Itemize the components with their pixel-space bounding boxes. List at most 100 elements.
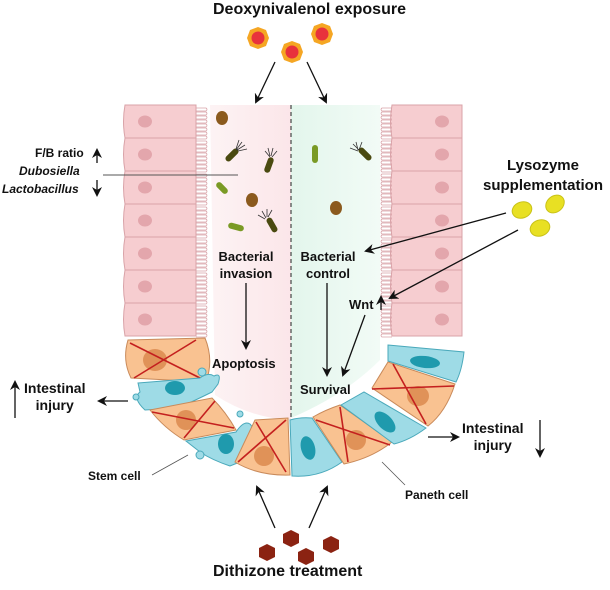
nucleus	[138, 313, 152, 326]
label-intestinal-injury-right: Intestinal injury	[462, 420, 523, 454]
flagellated-bacterium	[264, 147, 278, 173]
don-molecule	[311, 23, 333, 45]
label-lysozyme-supplementation: Lysozyme supplementation	[478, 156, 608, 196]
right-lumen	[291, 105, 380, 418]
enterocyte	[123, 104, 208, 140]
coccus-bacterium	[330, 201, 342, 215]
label-fb-ratio: F/B ratio	[35, 146, 84, 160]
title-dithizone-treatment: Dithizone treatment	[213, 563, 363, 580]
bacterial-control-line1: Bacterial	[300, 249, 356, 264]
label-dubosiella: Dubosiella	[19, 164, 80, 178]
bacterial-invasion-line2: invasion	[219, 266, 273, 281]
nucleus	[138, 214, 152, 227]
bacteria	[216, 111, 372, 233]
enterocyte	[380, 203, 463, 239]
dithizone-molecules	[259, 530, 339, 565]
stem-cell	[289, 417, 343, 477]
bacterial-control-line2: control	[305, 266, 351, 281]
label-stem-cell: Stem cell	[88, 469, 141, 483]
coccus-bacterium	[246, 193, 258, 207]
dithizone-molecule	[259, 544, 275, 561]
don-molecule	[281, 41, 303, 63]
nucleus	[435, 148, 449, 161]
lysozyme-molecule	[545, 194, 565, 214]
injury-right-line1: Intestinal	[462, 420, 524, 436]
injury-right-line2: injury	[473, 437, 512, 453]
title-deoxynivalenol-exposure: Deoxynivalenol exposure	[213, 1, 406, 18]
dithizone-molecule	[283, 530, 299, 547]
label-paneth-cell: Paneth cell	[405, 488, 469, 502]
label-wnt: Wnt	[349, 297, 374, 312]
left-lumen	[210, 105, 291, 420]
paneth-cell-pointer-line	[381, 461, 406, 486]
nucleus	[435, 214, 449, 227]
arrow-wnt-survival	[341, 314, 366, 377]
label-bacterial-invasion: Bacterial invasion	[215, 248, 277, 282]
label-bacterial-control: Bacterial control	[298, 248, 358, 282]
nucleus	[138, 280, 152, 293]
nucleus	[435, 280, 449, 293]
crypt	[125, 337, 465, 477]
lysozyme-line2: supplementation	[482, 177, 603, 194]
nucleus	[435, 115, 449, 128]
deoxynivalenol-molecules	[247, 23, 333, 63]
left-epithelium	[123, 104, 208, 338]
lysozyme-molecule	[529, 219, 551, 237]
lysozyme-molecule	[511, 201, 533, 219]
stem-cell	[340, 391, 427, 445]
paneth-cell	[149, 397, 237, 441]
rod-bacterium	[216, 182, 228, 194]
enterocyte	[380, 302, 463, 338]
arrow-lysozyme-control	[364, 212, 507, 254]
nucleus	[138, 247, 152, 260]
dithizone-molecule	[323, 536, 339, 553]
nucleus	[138, 181, 152, 194]
stem-cell-pointer-line	[151, 454, 189, 476]
flagellated-bacterium	[257, 209, 278, 233]
enterocyte	[123, 236, 208, 272]
label-apoptosis: Apoptosis	[212, 356, 276, 371]
label-lactobacillus: Lactobacillus	[2, 182, 79, 196]
arrow-don-right	[306, 61, 328, 104]
nucleus	[138, 115, 152, 128]
paneth-cell	[125, 337, 211, 383]
enterocyte	[380, 236, 463, 272]
injury-left-line1: Intestinal	[24, 380, 86, 396]
enterocyte	[380, 170, 463, 206]
enterocyte	[123, 203, 208, 239]
lysozyme-molecules	[511, 194, 565, 237]
enterocyte	[380, 104, 463, 140]
right-epithelium	[380, 104, 463, 338]
nucleus	[435, 181, 449, 194]
flagellated-bacterium	[225, 139, 248, 162]
enterocyte	[123, 269, 208, 305]
stem-cell-damaged	[132, 367, 220, 411]
paneth-cell	[371, 361, 456, 427]
paneth-cell	[234, 417, 291, 476]
coccus-bacterium	[216, 111, 228, 125]
enterocyte	[123, 137, 208, 173]
label-survival: Survival	[300, 382, 351, 397]
lysozyme-line1: Lysozyme	[507, 157, 579, 174]
arrow-dithizone-right	[308, 485, 329, 529]
stem-cell	[387, 344, 465, 383]
enterocyte	[123, 302, 208, 338]
injury-left-line2: injury	[35, 397, 74, 413]
enterocyte	[123, 170, 208, 206]
nucleus	[435, 247, 449, 260]
arrow-don-left	[254, 61, 276, 104]
label-intestinal-injury-left: Intestinal injury	[24, 380, 85, 414]
nucleus	[138, 148, 152, 161]
rod-bacterium	[228, 222, 244, 232]
enterocyte	[380, 137, 463, 173]
enterocyte	[380, 269, 463, 305]
dithizone-molecule	[298, 548, 314, 565]
arrow-dithizone-left	[255, 485, 276, 529]
rod-bacterium	[312, 145, 318, 163]
arrow-lysozyme-wnt	[388, 229, 519, 299]
don-molecule	[247, 27, 269, 49]
arrows	[10, 61, 545, 529]
flagellated-bacterium	[349, 141, 372, 161]
